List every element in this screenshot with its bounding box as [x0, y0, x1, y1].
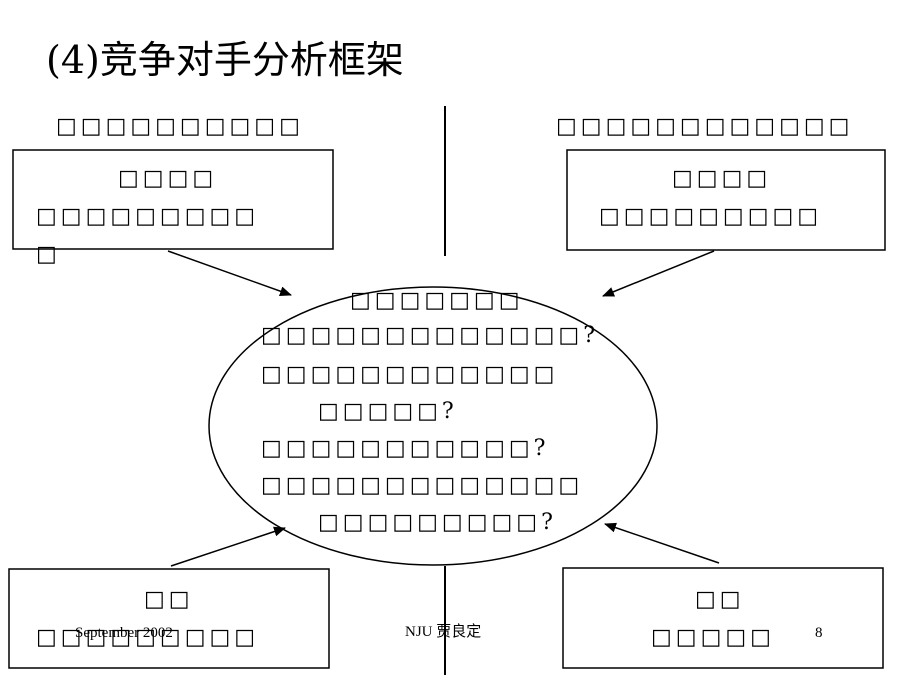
- footer-author: NJU 贾良定: [405, 624, 482, 640]
- footer-date: September 2002: [75, 625, 173, 641]
- center-ellipse: [208, 286, 658, 566]
- bottom-left-box-line2: □□□□□□□□□: [36, 625, 260, 650]
- center-line6: □□□□□□□□□□□□□: [261, 473, 584, 498]
- top-right-box-line2: □□□□□□□□□: [599, 204, 823, 229]
- bottom-right-box-line1: □□: [695, 587, 745, 612]
- top-left-box-line3: □: [36, 242, 61, 267]
- page-title: (4)竞争对手分析框架: [46, 38, 404, 82]
- top-left-box-line2: □□□□□□□□□: [36, 204, 260, 229]
- footer-page-number: 8: [815, 625, 823, 641]
- bottom-right-box-line2: □□□□□: [651, 625, 775, 650]
- center-line4: □□□□□?: [318, 399, 458, 424]
- bottom-right-box: [562, 567, 884, 669]
- arrow-bottom-right: [604, 522, 720, 564]
- top-left-box: [12, 149, 334, 250]
- top-right-box-line1: □□□□: [672, 166, 772, 191]
- arrow-bottom-left: [170, 526, 286, 567]
- center-line7: □□□□□□□□□?: [318, 510, 557, 535]
- arrow-top-right: [602, 250, 715, 297]
- top-right-box: [566, 149, 886, 251]
- bottom-left-box: [8, 568, 330, 669]
- center-line5: □□□□□□□□□□□?: [261, 436, 550, 461]
- center-line2: □□□□□□□□□□□□□?: [261, 323, 600, 348]
- center-line3: □□□□□□□□□□□□: [261, 362, 559, 387]
- top-left-caption: □□□□□□□□□□: [56, 114, 304, 139]
- top-left-box-line1: □□□□: [118, 166, 218, 191]
- center-line1: □□□□□□□: [350, 288, 524, 313]
- top-right-caption: □□□□□□□□□□□□: [556, 114, 854, 139]
- bottom-left-box-line1: □□: [144, 587, 194, 612]
- arrow-top-left: [167, 250, 292, 297]
